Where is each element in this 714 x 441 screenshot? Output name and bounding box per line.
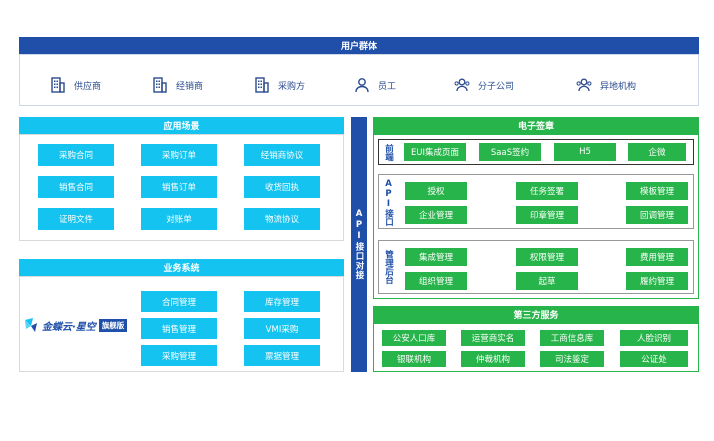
api-item: 模板管理 (626, 182, 688, 200)
building-icon (153, 77, 167, 93)
person-icon (355, 78, 369, 93)
users-title-bar: 用户群体 (19, 37, 699, 54)
admin-item: 履约管理 (626, 272, 688, 290)
third-title: 第三方服务 (513, 311, 559, 321)
admin-item: 起草 (516, 272, 578, 290)
api-item: 任务签署 (516, 182, 578, 200)
api-item: 印章管理 (516, 206, 578, 224)
scenes-title: 应用场景 (163, 122, 200, 132)
user-label: 异地机构 (600, 81, 637, 92)
scene-item: 收货回执 (244, 176, 320, 198)
user-item-subsidiary: 分子公司 (454, 77, 514, 93)
api-connector-bar: API接口对接 (351, 117, 367, 372)
api-item: 企业管理 (405, 206, 467, 224)
users-title: 用户群体 (340, 42, 377, 52)
third-item: 仲裁机构 (461, 351, 525, 367)
user-item-dealer: 经销商 (152, 77, 203, 93)
business-item: 库存管理 (244, 291, 320, 312)
user-item-supplier: 供应商 (50, 77, 101, 93)
admin-item: 权限管理 (516, 248, 578, 266)
admin-item: 费用管理 (626, 248, 688, 266)
user-item-buyer: 采购方 (254, 77, 305, 93)
group-icon (454, 78, 470, 92)
third-item: 运营商实名 (461, 330, 525, 346)
front-item: EUI集成页面 (404, 143, 466, 161)
kingdee-edition-badge: 旗舰版 (98, 318, 128, 332)
third-title-bar: 第三方服务 (373, 306, 699, 323)
scene-item: 对账单 (141, 208, 217, 230)
esign-admin-label: 管理后台 (383, 250, 394, 284)
business-title-bar: 业务系统 (19, 259, 344, 276)
esign-title-bar: 电子签章 (373, 117, 699, 134)
api-item: 授权 (405, 182, 467, 200)
scenes-title-bar: 应用场景 (19, 117, 344, 134)
user-label: 分子公司 (478, 81, 515, 92)
business-item: VMI采购 (244, 318, 320, 339)
business-item: 票据管理 (244, 345, 320, 366)
front-item: H5 (554, 143, 616, 161)
scene-item: 采购订单 (141, 144, 217, 166)
scene-item: 销售合同 (38, 176, 114, 198)
third-item: 司法鉴定 (540, 351, 604, 367)
user-label: 供应商 (74, 81, 102, 92)
api-connector-label: API接口对接 (354, 209, 364, 280)
admin-item: 集成管理 (405, 248, 467, 266)
esign-front-label: 前端 (383, 143, 394, 161)
user-item-employee: 员工 (354, 77, 396, 93)
esign-title: 电子签章 (517, 122, 554, 132)
scene-item: 证明文件 (38, 208, 114, 230)
kingdee-logo-icon (25, 318, 37, 332)
building-icon (51, 77, 65, 93)
business-item: 销售管理 (141, 318, 217, 339)
scene-item: 销售订单 (141, 176, 217, 198)
api-item: 回调管理 (626, 206, 688, 224)
third-item: 公安人口库 (382, 330, 446, 346)
business-item: 合同管理 (141, 291, 217, 312)
front-item: 企微 (628, 143, 686, 161)
third-item: 工商信息库 (540, 330, 604, 346)
scene-item: 物流协议 (244, 208, 320, 230)
third-item: 人脸识别 (620, 330, 688, 346)
front-item: SaaS签约 (479, 143, 541, 161)
user-label: 经销商 (176, 81, 204, 92)
building-icon (255, 77, 269, 93)
scene-item: 经销商协议 (244, 144, 320, 166)
kingdee-logo: 金蝶云·星空 旗舰版 (23, 317, 128, 333)
third-item: 银联机构 (382, 351, 446, 367)
kingdee-brand: 金蝶云·星空 (42, 321, 96, 333)
user-item-remote-org: 异地机构 (576, 77, 636, 93)
scene-item: 采购合同 (38, 144, 114, 166)
business-item: 采购管理 (141, 345, 217, 366)
user-label: 员工 (378, 81, 397, 92)
user-label: 采购方 (278, 81, 306, 92)
group-icon (576, 78, 592, 92)
business-title: 业务系统 (163, 264, 200, 274)
admin-item: 组织管理 (405, 272, 467, 290)
esign-api-label: API接口 (383, 178, 394, 226)
third-item: 公证处 (620, 351, 688, 367)
